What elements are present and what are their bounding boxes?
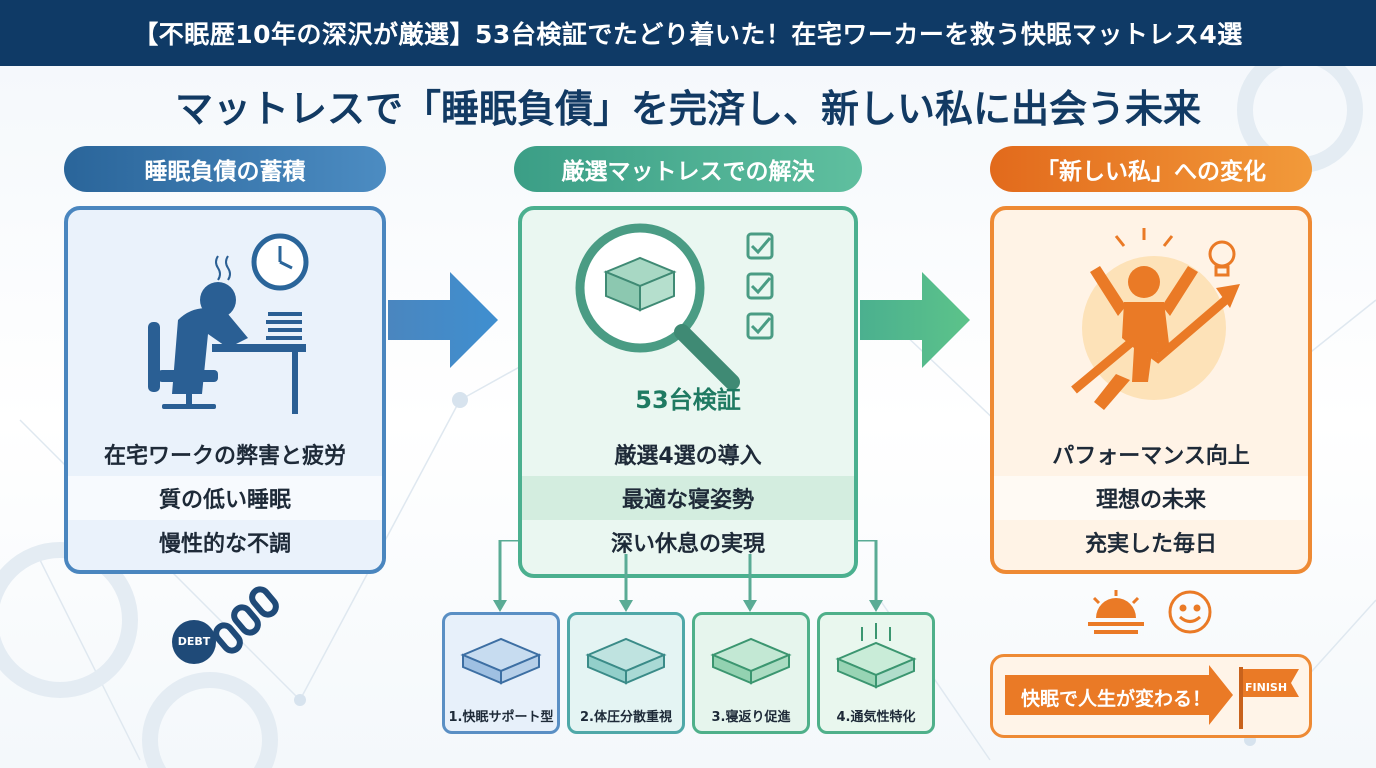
magnifier-mattress-icon — [575, 223, 740, 390]
stage-3-item: パフォーマンス向上 — [1052, 444, 1250, 469]
mattress-type-card: 2.体圧分散重視 — [567, 612, 685, 734]
stage-1-title: 睡眠負債の蓄積 — [64, 146, 386, 192]
mattress-type-label: 4.通気性特化 — [836, 710, 916, 725]
arrow-right-icon — [860, 272, 970, 368]
mattress-type-label: 1.快眠サポート型 — [448, 710, 554, 725]
main-title: マットレスで「睡眠負債」を完済し、新しい私に出会う未来 — [174, 87, 1201, 131]
sunrise-icon — [1088, 590, 1144, 634]
stage-1-item: 慢性的な不調 — [68, 520, 382, 564]
finish-flag-text: FINISH — [1245, 681, 1288, 694]
stage-2-item: 厳選4選の導入 — [614, 444, 762, 469]
mattress-type-card: 4.通気性特化 — [817, 612, 935, 734]
clock-icon — [251, 233, 309, 291]
stage-3-card: パフォーマンス向上 理想の未来 充実した毎日 — [990, 206, 1312, 574]
flag-icon — [1239, 667, 1299, 729]
checklist-icon — [746, 232, 774, 340]
turnover-mattress-icon — [710, 637, 792, 685]
arrow-right-icon — [1005, 665, 1233, 725]
finish-banner: 快眠で人生が変わる！ FINISH — [990, 654, 1312, 738]
chain-debt-icon — [172, 586, 279, 664]
smile-icon — [1168, 590, 1212, 634]
debt-label: DEBT — [177, 635, 211, 648]
mattress-type-card: 1.快眠サポート型 — [442, 612, 560, 734]
stage-1-item: 在宅ワークの弊害と疲労 — [68, 432, 382, 476]
stage-3-title: 「新しい私」への変化 — [990, 146, 1312, 192]
mattress-layers-icon — [460, 637, 542, 685]
mattress-type-card: 3.寝返り促進 — [692, 612, 810, 734]
pressure-mattress-icon — [585, 637, 667, 685]
header-banner: 【不眠歴10年の深沢が厳選】53台検証でたどり着いた！在宅ワーカーを救う快眠マッ… — [0, 0, 1376, 66]
stage-3-item: 理想の未来 — [994, 476, 1308, 520]
lightbulb-icon — [1208, 240, 1236, 277]
arrow-right-icon — [388, 272, 498, 368]
jumping-person-icon — [1090, 266, 1198, 410]
stage-1-card: 在宅ワークの弊害と疲労 質の低い睡眠 慢性的な不調 — [64, 206, 386, 574]
stage-1-item: 質の低い睡眠 — [68, 476, 382, 520]
breathable-mattress-icon — [835, 623, 917, 689]
branch-connector — [493, 540, 883, 612]
stage-2-item: 深い休息の実現 — [610, 532, 765, 557]
verification-badge: 53台検証 — [635, 386, 741, 414]
tired-worker-icon — [148, 255, 306, 414]
stage-2-title: 厳選マットレスでの解決 — [514, 146, 862, 192]
stage-2-item: 最適な寝姿勢 — [522, 476, 854, 520]
mattress-type-label: 2.体圧分散重視 — [580, 710, 672, 725]
stage-2-card: 53台検証 厳選4選の導入 最適な寝姿勢 深い休息の実現 — [518, 206, 858, 578]
mattress-type-label: 3.寝返り促進 — [711, 710, 791, 725]
stage-3-item: 充実した毎日 — [1084, 532, 1217, 557]
finish-banner-text: 快眠で人生が変わる！ — [1020, 688, 1211, 710]
